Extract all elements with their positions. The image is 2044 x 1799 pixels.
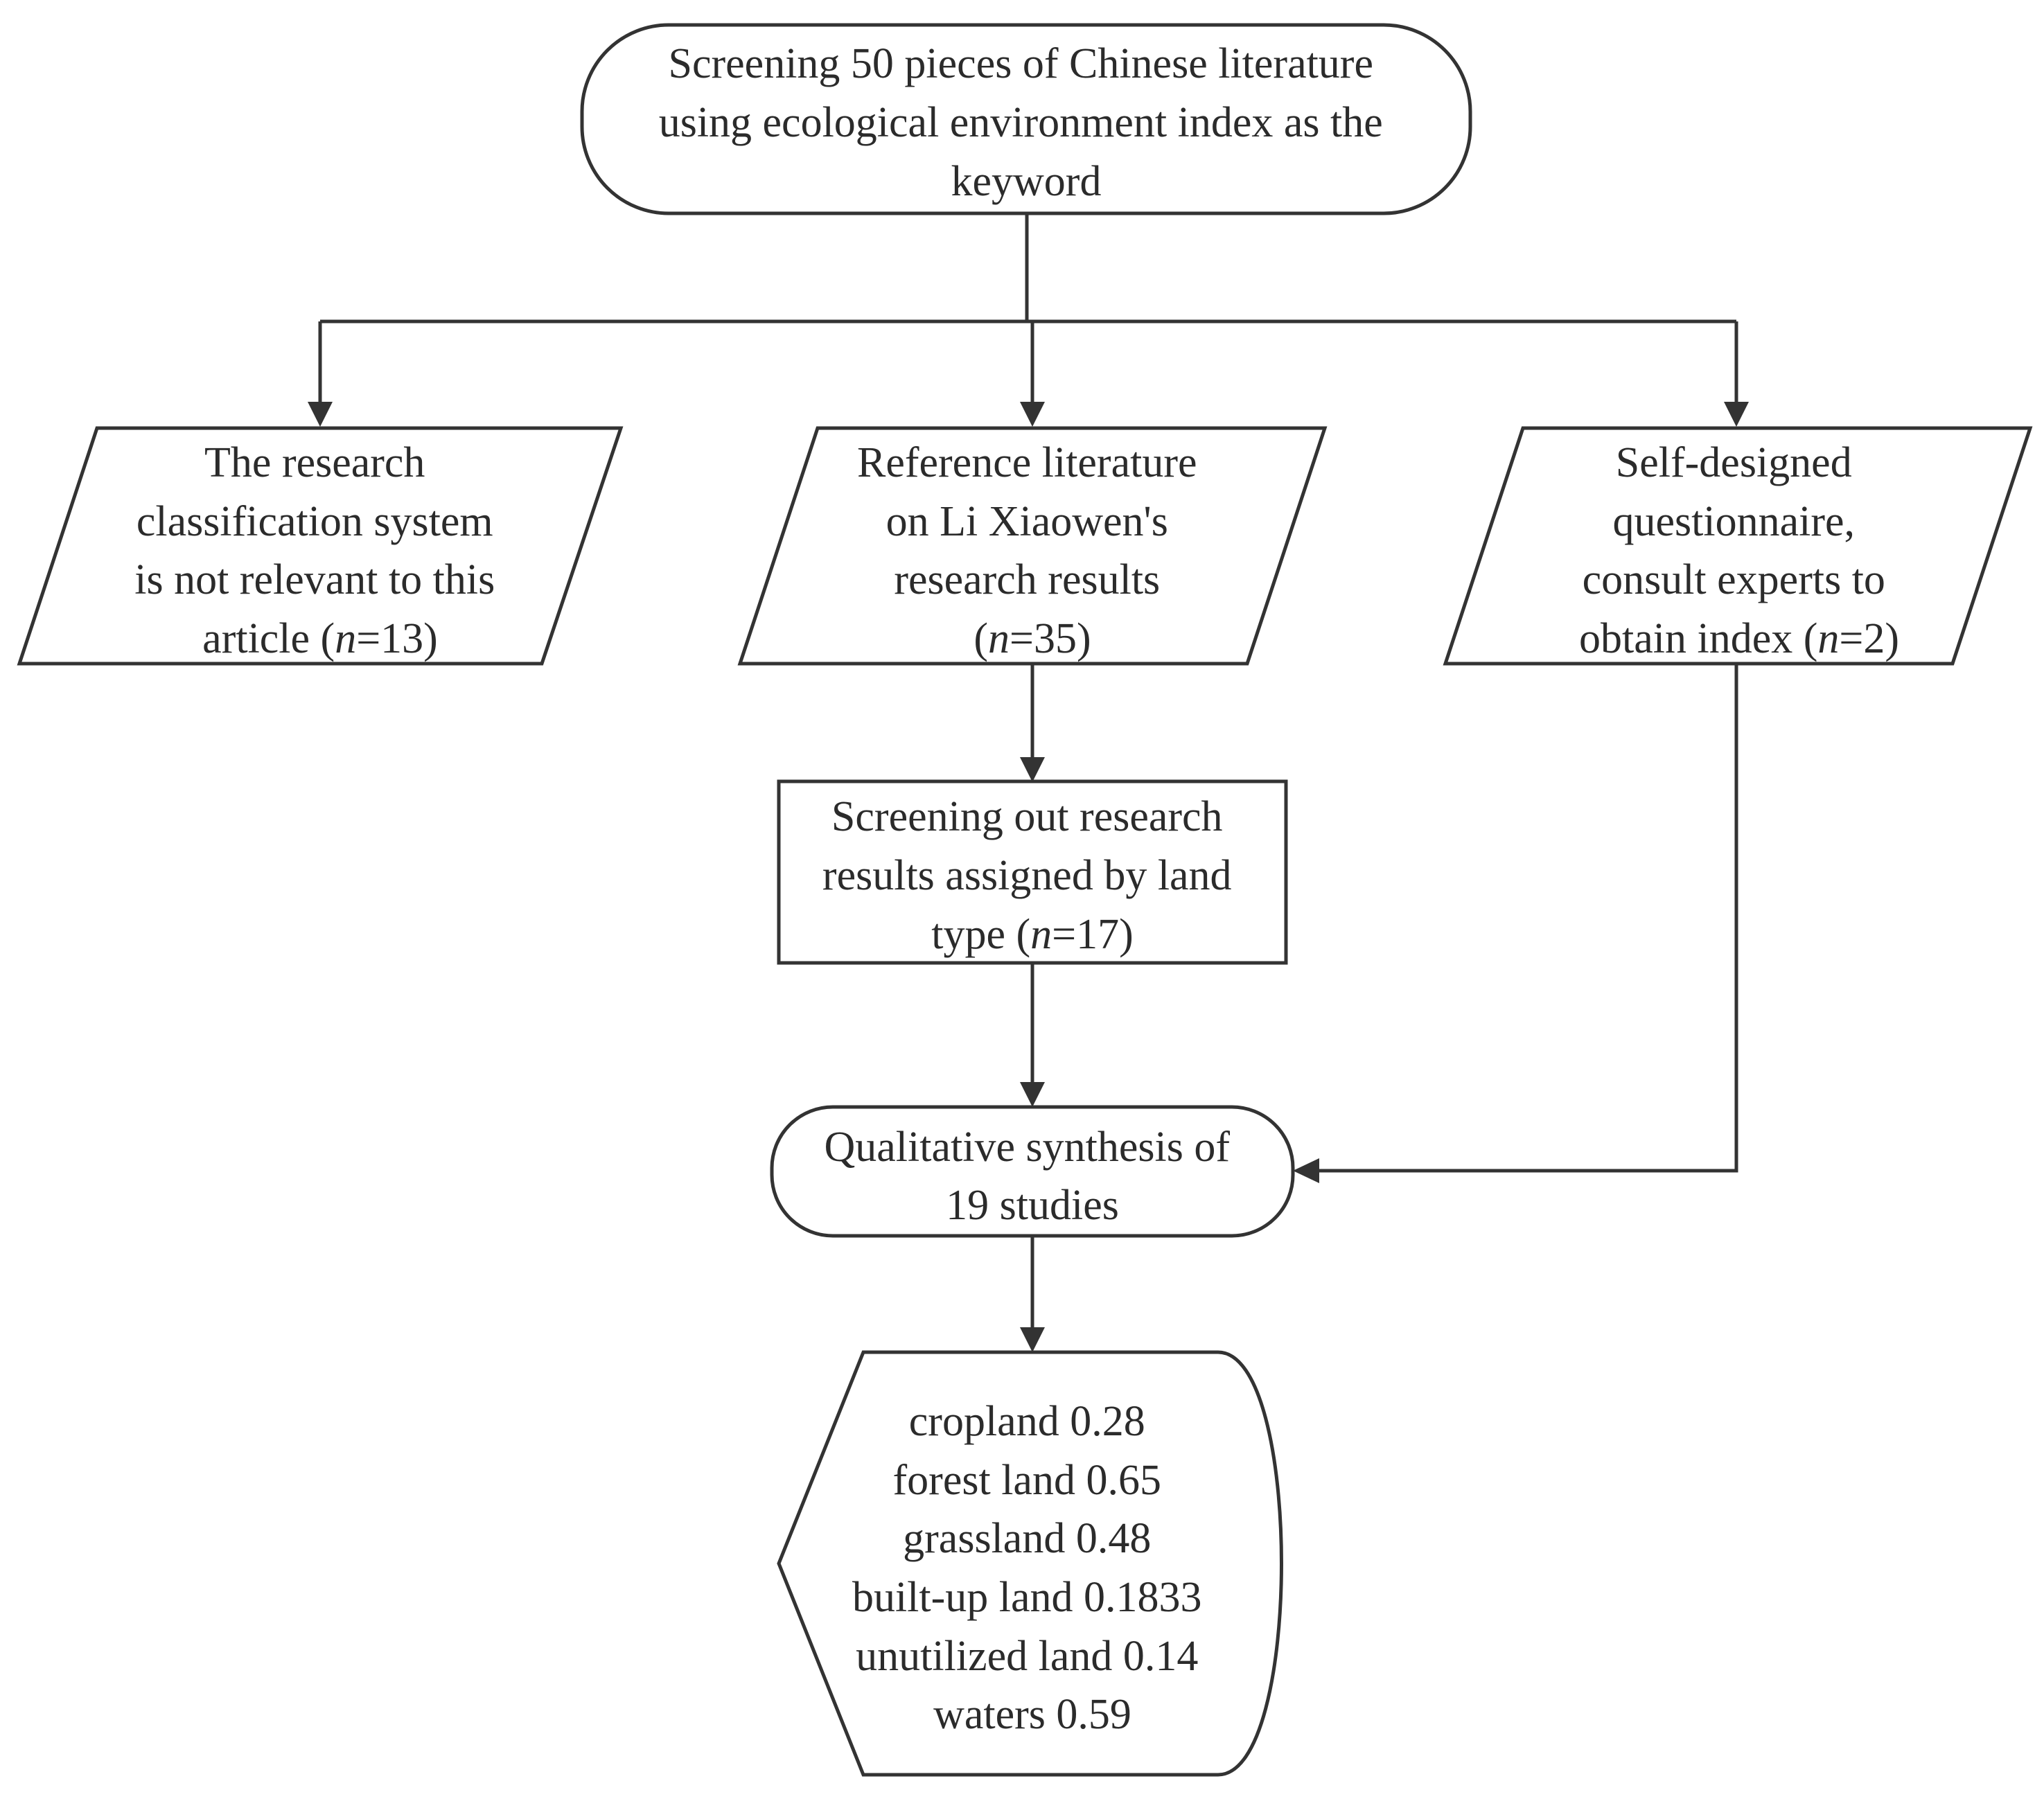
node-excluded-line: The research — [204, 439, 425, 486]
node-land-type-line: Screening out research — [831, 793, 1223, 840]
node-reference-line: on Li Xiaowen's — [886, 498, 1168, 545]
node-land-type: Screening out research results assigned … — [777, 779, 1288, 965]
node-result-shape — [777, 1350, 1283, 1777]
node-reference-line: (n=35) — [973, 615, 1091, 662]
node-result-line: waters 0.59 — [933, 1691, 1131, 1738]
node-result-line: cropland 0.28 — [909, 1398, 1145, 1445]
edge-questionnaire-to-synthesis — [1316, 664, 1738, 1173]
node-reference-shape — [737, 426, 1328, 666]
node-questionnaire-shape — [1443, 426, 2033, 666]
node-synthesis-shape — [770, 1105, 1295, 1238]
connectors — [308, 213, 1749, 1352]
node-excluded-line: classification system — [136, 498, 493, 545]
node-land-type-line: type (n=17) — [931, 911, 1134, 958]
node-result-line: grassland 0.48 — [903, 1515, 1151, 1562]
node-questionnaire-line: obtain index (n=2) — [1579, 615, 1899, 662]
arrowhead-synthesis-right — [1293, 1158, 1319, 1183]
node-land-type-text: Screening out research results assigned … — [822, 793, 1242, 958]
arrowhead-synthesis-top — [1020, 1082, 1045, 1107]
node-excluded: The research classification system is no… — [17, 426, 624, 666]
arrowhead-questionnaire — [1724, 402, 1749, 427]
node-questionnaire: Self-designed questionnaire, consult exp… — [1443, 426, 2033, 666]
node-reference-text: Reference literature on Li Xiaowen's res… — [857, 439, 1208, 662]
node-reference: Reference literature on Li Xiaowen's res… — [737, 426, 1328, 666]
arrowhead-result — [1020, 1327, 1045, 1352]
node-result-line: unutilized land 0.14 — [856, 1633, 1198, 1680]
node-synthesis: Qualitative synthesis of 19 studies — [770, 1105, 1295, 1238]
arrowhead-excluded — [308, 402, 333, 427]
node-result-text: cropland 0.28 forest land 0.65 grassland… — [852, 1398, 1213, 1738]
node-result-line: forest land 0.65 — [893, 1457, 1161, 1504]
node-start-line: using ecological environment index as th… — [659, 99, 1383, 146]
node-result: cropland 0.28 forest land 0.65 grassland… — [777, 1350, 1283, 1777]
node-synthesis-line: 19 studies — [946, 1182, 1119, 1229]
node-synthesis-line: Qualitative synthesis of — [825, 1124, 1231, 1171]
node-questionnaire-line: consult experts to — [1583, 556, 1885, 603]
node-land-type-line: results assigned by land — [822, 852, 1232, 899]
node-excluded-shape — [17, 426, 624, 666]
node-result-line: built-up land 0.1833 — [852, 1574, 1202, 1621]
node-questionnaire-line: questionnaire, — [1612, 498, 1855, 545]
node-start: Screening 50 pieces of Chinese literatur… — [580, 23, 1472, 215]
node-questionnaire-line: Self-designed — [1616, 439, 1852, 486]
node-excluded-text: The research classification system is no… — [134, 439, 506, 662]
node-start-line: Screening 50 pieces of Chinese literatur… — [669, 40, 1373, 87]
node-reference-line: research results — [894, 556, 1160, 603]
node-excluded-line: is not relevant to this — [134, 556, 495, 603]
node-synthesis-text: Qualitative synthesis of 19 studies — [825, 1124, 1241, 1229]
node-start-shape — [580, 23, 1472, 215]
arrowhead-reference — [1020, 402, 1045, 427]
node-start-line: keyword — [951, 158, 1102, 205]
arrowhead-land-type — [1020, 757, 1045, 782]
node-reference-line: Reference literature — [857, 439, 1197, 486]
node-start-text: Screening 50 pieces of Chinese literatur… — [659, 40, 1394, 205]
node-questionnaire-text: Self-designed questionnaire, consult exp… — [1579, 439, 1899, 662]
node-excluded-line: article (n=13) — [202, 615, 438, 662]
node-land-type-shape — [777, 779, 1288, 965]
